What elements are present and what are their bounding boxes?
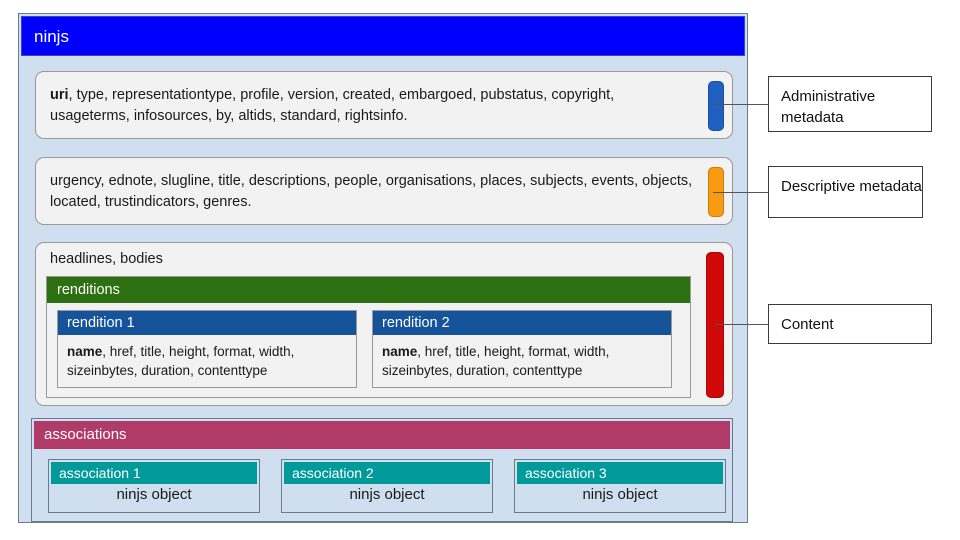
ninjs-title: ninjs xyxy=(21,16,745,56)
callout-administrative-metadata: Administrative metadata xyxy=(768,76,932,132)
association-3-body: ninjs object xyxy=(582,486,658,503)
rendition-item: rendition 2 name, href, title, height, f… xyxy=(372,310,672,388)
association-item: association 2 ninjs object xyxy=(281,459,493,513)
rendition-2-remaining-fields: , href, title, height, format, width, si… xyxy=(382,344,610,378)
rendition-1-title: rendition 1 xyxy=(58,311,356,335)
content-marker-bar xyxy=(706,252,724,398)
association-1-title: association 1 xyxy=(51,462,257,484)
rendition-1-fields: name, href, title, height, format, width… xyxy=(67,342,348,380)
leader-line-content xyxy=(715,324,769,325)
association-2-title: association 2 xyxy=(284,462,490,484)
association-item: association 3 ninjs object xyxy=(514,459,726,513)
rendition-2-first-field: name xyxy=(382,344,418,359)
leader-line-descriptive xyxy=(713,192,769,193)
renditions-header: renditions xyxy=(47,277,690,303)
administrative-marker-bar xyxy=(708,81,724,131)
administrative-remaining-fields: , type, representationtype, profile, ver… xyxy=(50,87,615,124)
administrative-metadata-box: uri, type, representationtype, profile, … xyxy=(35,71,733,139)
renditions-box: renditions rendition 1 name, href, title… xyxy=(46,276,691,398)
administrative-metadata-fields: uri, type, representationtype, profile, … xyxy=(50,85,694,127)
association-item: association 1 ninjs object xyxy=(48,459,260,513)
content-fields-label: headlines, bodies xyxy=(50,251,163,267)
rendition-2-title: rendition 2 xyxy=(373,311,671,335)
administrative-first-field: uri xyxy=(50,87,69,103)
rendition-item: rendition 1 name, href, title, height, f… xyxy=(57,310,357,388)
association-3-title: association 3 xyxy=(517,462,723,484)
content-box: headlines, bodies renditions rendition 1… xyxy=(35,242,733,406)
associations-box: associations association 1 ninjs object … xyxy=(31,418,733,522)
callout-content: Content xyxy=(768,304,932,344)
descriptive-metadata-box: urgency, ednote, slugline, title, descri… xyxy=(35,157,733,225)
rendition-2-fields: name, href, title, height, format, width… xyxy=(382,342,663,380)
callout-descriptive-metadata: Descriptive metadata xyxy=(768,166,923,218)
leader-line-administrative xyxy=(713,104,769,105)
association-1-body: ninjs object xyxy=(116,486,192,503)
rendition-1-remaining-fields: , href, title, height, format, width, si… xyxy=(67,344,295,378)
rendition-1-first-field: name xyxy=(67,344,103,359)
association-2-body: ninjs object xyxy=(349,486,425,503)
descriptive-metadata-fields: urgency, ednote, slugline, title, descri… xyxy=(50,173,693,210)
ninjs-root-container: ninjs uri, type, representationtype, pro… xyxy=(18,13,748,523)
associations-header: associations xyxy=(34,421,730,449)
